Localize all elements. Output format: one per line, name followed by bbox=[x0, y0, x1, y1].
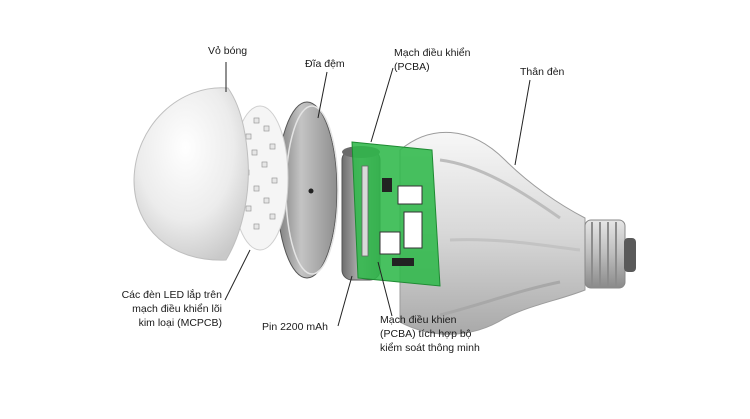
pcb-chip bbox=[392, 258, 414, 266]
label-led-board-line1: Các đèn LED lắp trên bbox=[121, 289, 222, 301]
led-chip bbox=[271, 177, 278, 184]
led-chip bbox=[245, 205, 252, 212]
label-battery: Pin 2200 mAh bbox=[262, 321, 328, 333]
label-pcba-bottom-line1: Mạch điều khien bbox=[380, 314, 457, 326]
label-pcba-top-line1: Mạch điều khiển bbox=[394, 47, 471, 59]
leader-pcba-top bbox=[370, 67, 394, 143]
led-chip bbox=[253, 223, 260, 230]
label-pcba-bottom: Mạch điều khien (PCBA) tích hợp bộ kiểm … bbox=[380, 313, 480, 355]
label-pcba-bottom-line2: (PCBA) tích hợp bộ bbox=[380, 328, 472, 340]
label-pcba-bottom-line3: kiểm soát thông minh bbox=[380, 342, 480, 354]
leader-led-board bbox=[224, 249, 251, 301]
shell bbox=[133, 87, 249, 261]
pcb-chip bbox=[382, 178, 392, 192]
pcb-connector bbox=[361, 165, 369, 257]
led-chip bbox=[245, 133, 252, 140]
led-chip bbox=[263, 197, 270, 204]
label-led-board: Các đèn LED lắp trên mạch điều khiển lõi… bbox=[100, 288, 222, 330]
led-chip bbox=[261, 161, 268, 168]
leader-disc bbox=[317, 71, 328, 119]
label-body: Thân đèn bbox=[520, 66, 565, 78]
label-pcba-top: Mạch điều khiển (PCBA) bbox=[394, 46, 470, 74]
pcb-component bbox=[397, 185, 423, 205]
lamp-body bbox=[399, 131, 636, 335]
label-disc: Đĩa đệm bbox=[305, 58, 345, 70]
led-chip bbox=[253, 117, 260, 124]
label-pcba-top-line2: (PCBA) bbox=[394, 61, 430, 73]
base-contact bbox=[624, 238, 636, 272]
pcba-board bbox=[351, 141, 441, 287]
pcb-component bbox=[379, 231, 401, 255]
label-led-board-line2: mạch điều khiển lõi bbox=[132, 303, 222, 315]
leader-lines bbox=[224, 62, 531, 327]
leader-battery bbox=[337, 275, 353, 327]
pcb-component bbox=[403, 211, 423, 249]
led-chip bbox=[263, 125, 270, 132]
led-chip bbox=[269, 213, 276, 220]
leader-pcba-bottom bbox=[377, 261, 393, 317]
label-shell: Vỏ bóng bbox=[208, 45, 248, 57]
led-chip bbox=[253, 185, 260, 192]
led-chip bbox=[251, 149, 258, 156]
label-led-board-line3: kim loại (MCPCB) bbox=[138, 317, 222, 329]
leader-body bbox=[514, 79, 531, 166]
led-chip bbox=[269, 143, 276, 150]
